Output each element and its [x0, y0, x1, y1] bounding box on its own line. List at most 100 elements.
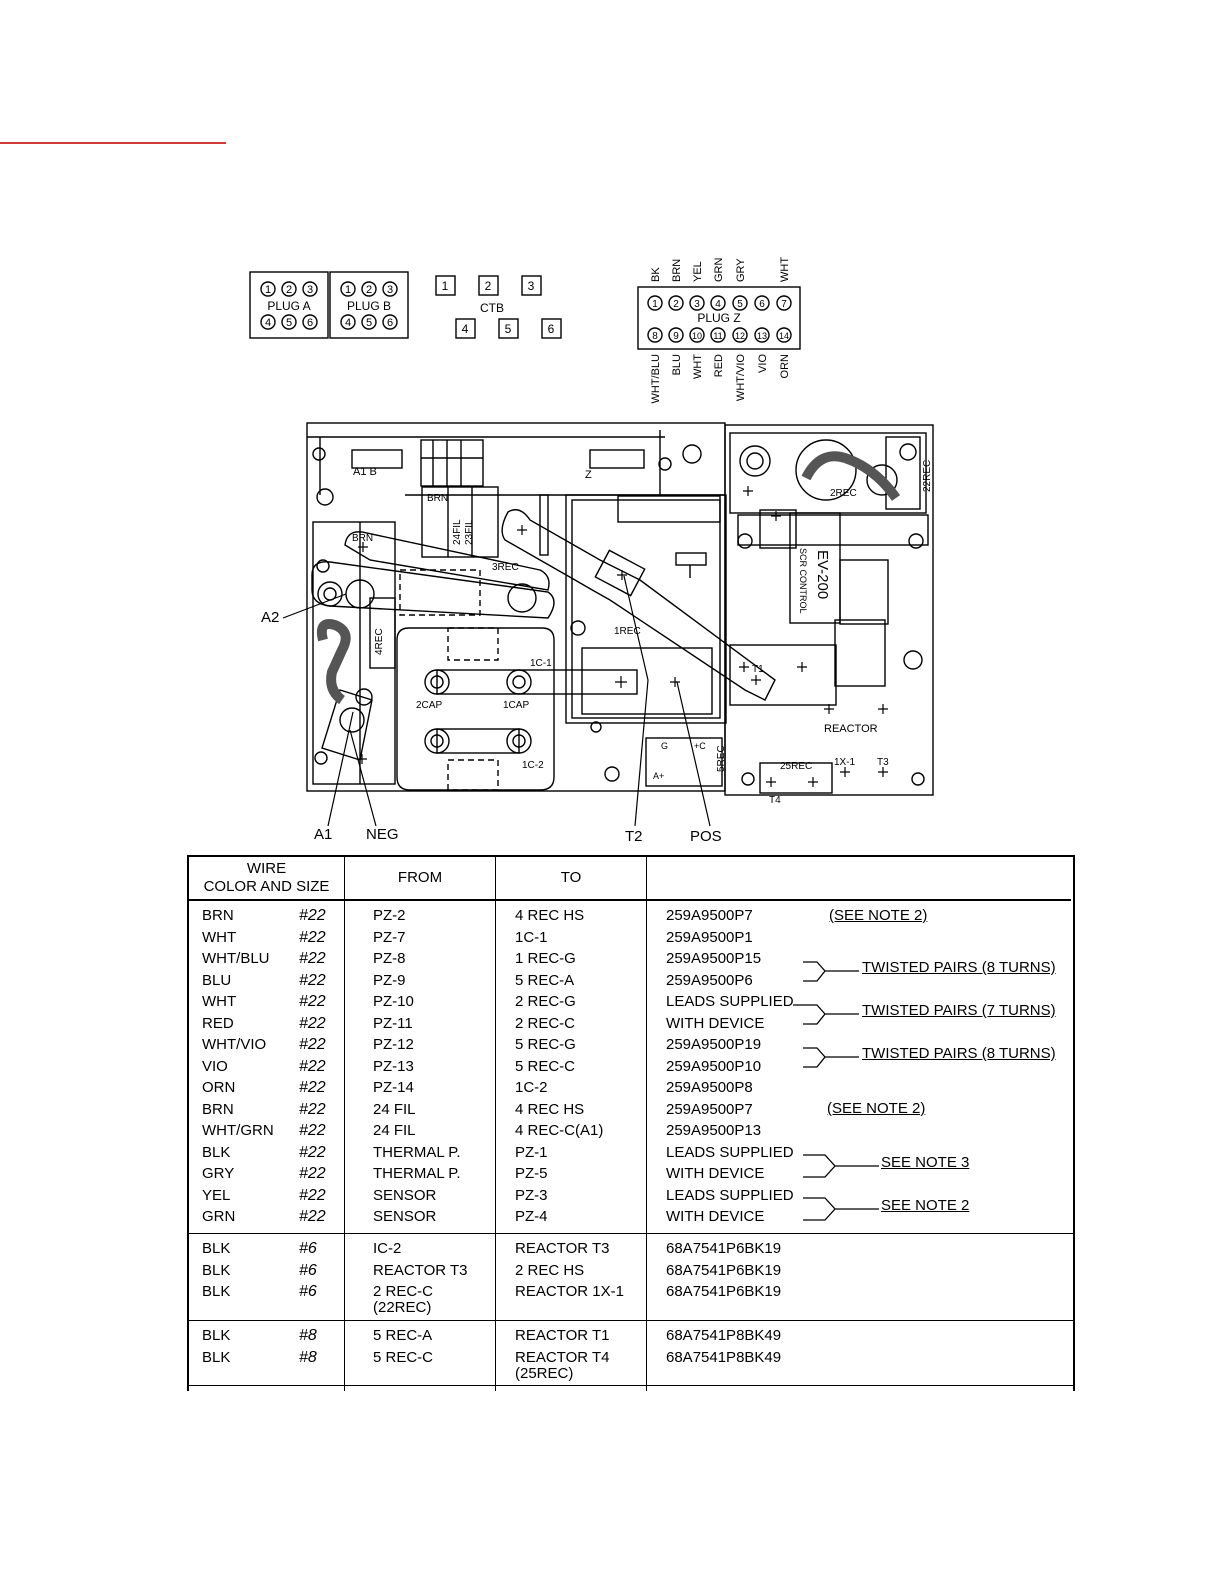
- label-brn-top: BRN: [427, 493, 448, 504]
- cell-color: BRN: [202, 907, 234, 924]
- label-24fil: 24FIL: [452, 519, 463, 545]
- cell-size: #8: [299, 1348, 317, 1366]
- cell-color: WHT/VIO: [202, 1036, 267, 1053]
- plug-b-label: PLUG B: [347, 299, 391, 313]
- leader-lines: [282, 575, 711, 827]
- plug-a-pin-3: 3: [307, 284, 313, 296]
- cell-part: 259A9500P7: [666, 1100, 753, 1118]
- cell-color: ORN: [202, 1079, 236, 1096]
- header-to: TO: [496, 857, 647, 901]
- cell-to: 5 REC-A: [515, 971, 575, 989]
- cell-size: #22: [299, 971, 326, 989]
- plug-z-pin-3: 3: [694, 299, 700, 310]
- plug-z-pin-13: 13: [757, 331, 767, 341]
- cell-color: WHT: [202, 928, 237, 946]
- plug-a: [249, 271, 329, 339]
- cell-part: 259A9500P19: [666, 1036, 762, 1053]
- plug-z-pin-12: 12: [735, 331, 745, 341]
- cell-size: #22: [299, 1143, 326, 1161]
- cell-to: 4 REC HS: [515, 907, 585, 924]
- cell-color: WHT/BLU: [202, 950, 270, 967]
- plug-z-pin-9: 9: [673, 331, 679, 342]
- cell-size: #22: [299, 1079, 326, 1096]
- cell-part: 259A9500P7: [666, 907, 753, 924]
- plug-z: [637, 286, 801, 350]
- cell-from: IC-2: [373, 1240, 402, 1257]
- plug-z-bottom-wire-10: WHT: [692, 354, 704, 379]
- plug-z-pin-7: 7: [781, 299, 787, 310]
- label-5rec: 5REC: [716, 745, 727, 772]
- cell-to: 2 REC-G: [515, 993, 576, 1010]
- cell-part: 68A7541P8BK49: [666, 1327, 782, 1344]
- plug-a-pin-4: 4: [265, 317, 271, 329]
- ctb-6: 6: [548, 322, 555, 336]
- label-1c-1: 1C-1: [530, 658, 552, 669]
- cell-to: 5 REC-C: [515, 1057, 576, 1075]
- cell-to: REACTOR 1X-1: [515, 1283, 624, 1300]
- plug-a-pin-2: 2: [286, 284, 292, 296]
- cell-color: GRN: [202, 1208, 236, 1225]
- cell-part: 259A9500P10: [666, 1057, 762, 1075]
- plug-b: [329, 271, 409, 339]
- cell-size: #22: [299, 1036, 326, 1053]
- plug-z-top-wire-3: YEL: [692, 261, 704, 282]
- cell-part: WITH DEVICE: [666, 1014, 765, 1032]
- plug-a-pin-6: 6: [307, 317, 313, 329]
- plug-a-pin-1: 1: [265, 284, 271, 296]
- cell-part: 68A7541P6BK19: [666, 1261, 782, 1279]
- ctb-terminals: [435, 275, 562, 339]
- cell-color: BLK: [202, 1283, 231, 1300]
- plug-z-pin-10: 10: [692, 331, 702, 341]
- cell-color: BLK: [202, 1143, 231, 1161]
- cell-size: #22: [299, 928, 326, 946]
- label-3rec: 3REC: [492, 562, 519, 573]
- plug-z-label: PLUG Z: [697, 311, 740, 325]
- plug-z-pin-1: 1: [652, 299, 658, 310]
- cell-part: 259A9500P13: [666, 1122, 762, 1139]
- callout-a1: A1: [314, 826, 332, 843]
- cell-part: 259A9500P6: [666, 971, 753, 989]
- cell-from: PZ-11: [373, 1014, 413, 1032]
- note-see-note-2-c: SEE NOTE 2: [881, 1197, 970, 1214]
- callout-a2: A2: [261, 609, 279, 626]
- cell-part: WITH DEVICE: [666, 1208, 765, 1225]
- terminal-plus-marks: [357, 486, 888, 787]
- note-twisted-8-b: TWISTED PAIRS (8 TURNS): [862, 1045, 1056, 1062]
- wiring-diagram: 1 2 3 4 5 6 1 2 3 4 5 6 PLUG A PLUG B 1 …: [249, 257, 934, 845]
- cell-size: #6: [299, 1240, 317, 1257]
- cell-from: 24 FIL: [373, 1100, 416, 1118]
- cell-part: 68A7541P6BK19: [666, 1283, 782, 1300]
- plug-z-pin-6: 6: [759, 299, 765, 310]
- cell-color: WHT: [202, 993, 237, 1010]
- label-t1-panel: T1: [752, 664, 764, 675]
- cell-part: 259A9500P15: [666, 950, 762, 967]
- plug-a-label: PLUG A: [267, 299, 310, 313]
- cell-from: PZ-9: [373, 971, 406, 989]
- note-see-note-2-a: (SEE NOTE 2): [829, 907, 928, 924]
- plug-b-pin-3: 3: [387, 284, 393, 296]
- note-braces: [793, 961, 879, 1221]
- label-2cap: 2CAP: [416, 700, 442, 711]
- cell-size: #22: [299, 1186, 326, 1204]
- header-part: [647, 857, 1071, 901]
- cell-from: 2 REC-C (22REC): [373, 1283, 434, 1316]
- plug-b-pin-4: 4: [345, 317, 351, 329]
- cell-from: PZ-13: [373, 1057, 414, 1075]
- cell-to: 5 REC-G: [515, 1036, 576, 1053]
- cell-from: THERMAL P.: [373, 1143, 461, 1161]
- plug-z-top-wire-2: BRN: [671, 259, 683, 282]
- cell-from: REACTOR T3: [373, 1261, 468, 1279]
- cell-from: 5 REC-A: [373, 1327, 433, 1344]
